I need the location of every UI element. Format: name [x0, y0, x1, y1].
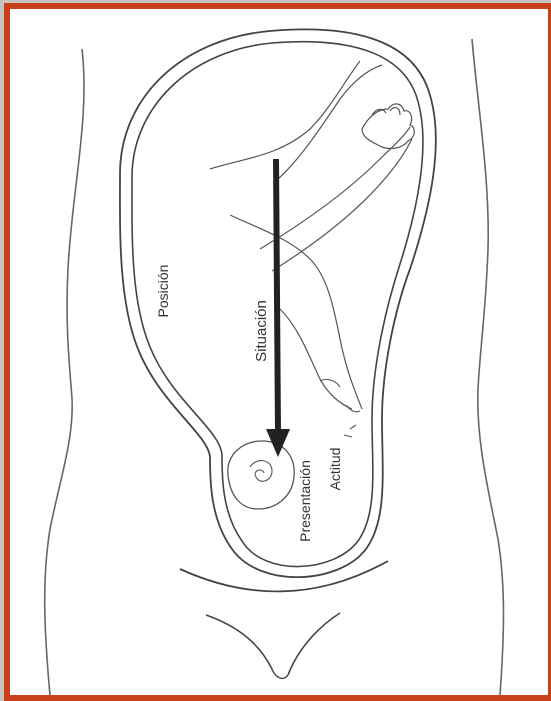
diagram-frame: Posición Situación Presentación Actitud [4, 3, 551, 701]
fetus-ear [250, 461, 272, 482]
situation-arrow-shaft [276, 159, 278, 434]
label-posicion: Posición [155, 265, 171, 318]
fetus-head [228, 441, 294, 509]
pelvic-curve-lower [206, 613, 340, 675]
label-situacion: Situación [253, 300, 270, 362]
torso-left-outline [45, 49, 84, 695]
fetus-hand [362, 104, 414, 149]
fetus-leg [230, 215, 362, 409]
pubic-bottom [272, 669, 288, 678]
situation-arrow-head [266, 429, 290, 457]
label-actitud: Actitud [327, 448, 343, 491]
fetus-back [210, 61, 360, 169]
fetal-position-diagram: Posición Situación Presentación Actitud [10, 9, 548, 695]
torso-right-outline [472, 39, 504, 695]
label-presentacion: Presentación [297, 460, 313, 542]
